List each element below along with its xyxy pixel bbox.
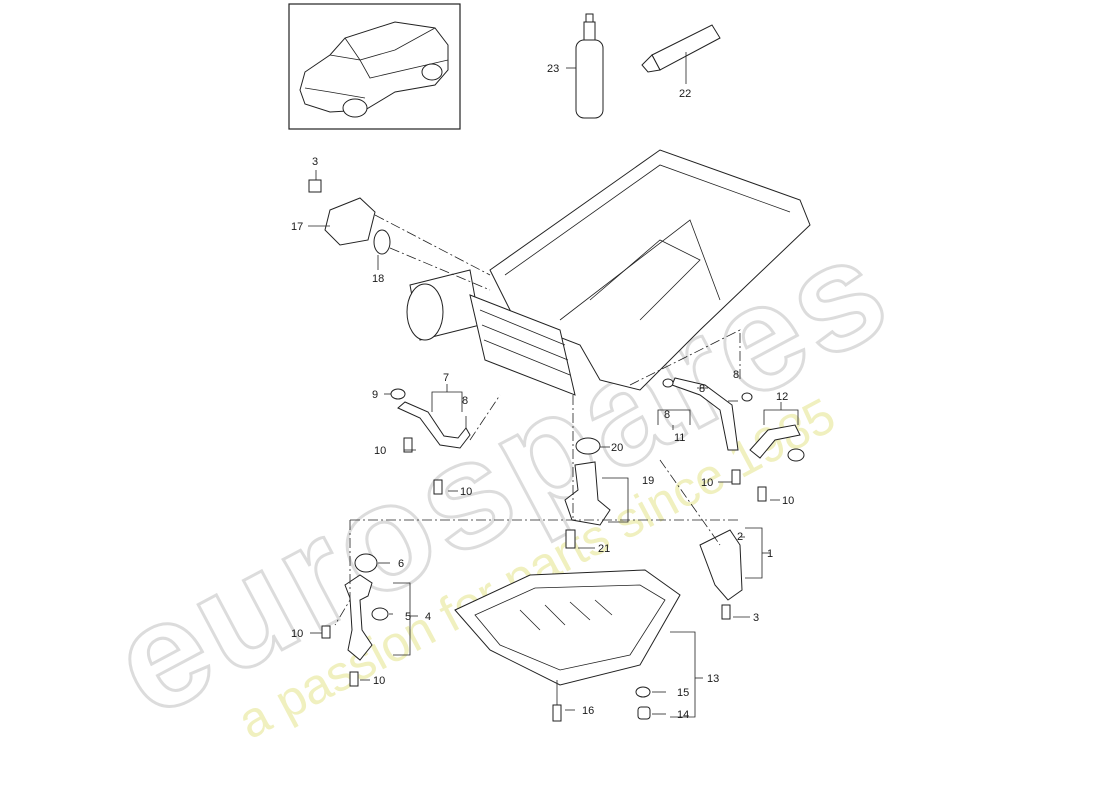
callout-10-d: 10 bbox=[782, 495, 794, 507]
callout-18: 18 bbox=[372, 273, 384, 285]
callout-11: 11 bbox=[674, 432, 685, 444]
oil-pipe-left-part bbox=[384, 384, 501, 495]
callout-labels: 1 2 3 3 4 5 6 7 8 8 8 8 9 10 10 10 10 10… bbox=[291, 63, 794, 721]
callout-1: 1 bbox=[767, 548, 773, 560]
callout-10-a: 10 bbox=[374, 445, 386, 457]
spray-can-part bbox=[566, 13, 604, 119]
callout-23: 23 bbox=[547, 63, 559, 75]
callout-5: 5 bbox=[405, 611, 411, 623]
callout-12: 12 bbox=[776, 391, 788, 403]
dipstick-tube-part bbox=[659, 459, 770, 620]
callout-10-b: 10 bbox=[460, 486, 472, 498]
callout-10-f: 10 bbox=[373, 675, 385, 687]
callout-15: 15 bbox=[677, 687, 689, 699]
callout-22: 22 bbox=[679, 88, 691, 100]
callout-20: 20 bbox=[611, 442, 623, 454]
callout-3-bottom: 3 bbox=[753, 612, 759, 624]
callout-8-mid: 8 bbox=[699, 383, 705, 395]
callout-7: 7 bbox=[443, 372, 449, 384]
callout-17: 17 bbox=[291, 221, 303, 233]
callout-8-low: 8 bbox=[664, 409, 670, 421]
callout-4: 4 bbox=[425, 611, 431, 623]
oil-pump-part bbox=[564, 395, 629, 549]
vehicle-thumbnail bbox=[288, 3, 461, 130]
callout-8-left: 8 bbox=[462, 395, 468, 407]
oil-pipe-right-part bbox=[629, 329, 805, 502]
callout-21: 21 bbox=[598, 543, 610, 555]
callout-2: 2 bbox=[737, 531, 743, 543]
sealant-tube-part bbox=[641, 24, 721, 84]
callout-14: 14 bbox=[677, 709, 689, 721]
callout-3-top: 3 bbox=[312, 156, 318, 168]
sensor-part bbox=[308, 170, 491, 291]
callout-13: 13 bbox=[707, 673, 719, 685]
oil-sump-part bbox=[454, 569, 703, 722]
oil-return-pipe-part bbox=[310, 519, 740, 687]
callout-19: 19 bbox=[642, 475, 654, 487]
callout-8-right: 8 bbox=[733, 369, 739, 381]
callout-6: 6 bbox=[398, 558, 404, 570]
crankcase-part bbox=[406, 149, 811, 396]
callout-10-c: 10 bbox=[701, 477, 713, 489]
callout-16: 16 bbox=[582, 705, 594, 717]
callout-10-e: 10 bbox=[291, 628, 303, 640]
callout-9: 9 bbox=[372, 389, 378, 401]
